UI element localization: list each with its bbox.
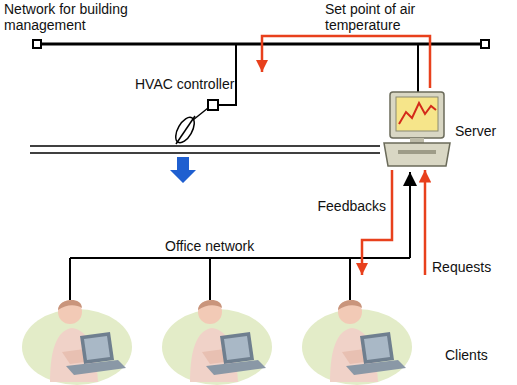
client-figure [22,300,132,385]
edge-label: Set point of air temperature [325,1,425,33]
damper-blade [176,116,195,144]
air-flow-arrow [170,157,196,183]
network-label: Network for building management [4,1,154,33]
client-figure [162,300,272,385]
edge-label: Feedbacks [318,198,386,214]
server-bus-wire [417,44,419,92]
signal-arrow [362,170,392,275]
network-label: Office network [165,238,254,254]
server-office-wire [409,172,411,258]
signal-arrow [262,36,430,88]
signal-arrow [424,170,427,275]
controller-wire [218,44,236,105]
client-wire [349,258,351,300]
duct-wall [30,145,380,147]
hvac-controller-node: HVAC controller [128,72,270,140]
node-label: Clients [445,347,488,363]
server-computer [384,92,450,166]
client-wire [69,258,71,300]
client-wire [209,258,211,300]
clients-node: Clients [15,275,505,383]
bus-terminal [33,40,41,48]
office-network-line [70,257,410,259]
server-node: Server [380,88,500,170]
node-label: HVAC controller [135,76,234,92]
client-figure [302,300,412,385]
edge-label: Requests [432,259,491,275]
controller-symbol [208,100,218,110]
damper-symbol [172,114,198,145]
duct-wall [30,152,380,154]
damper-link [193,108,208,120]
node-label: Server [455,123,496,139]
bus-terminal [481,40,489,48]
